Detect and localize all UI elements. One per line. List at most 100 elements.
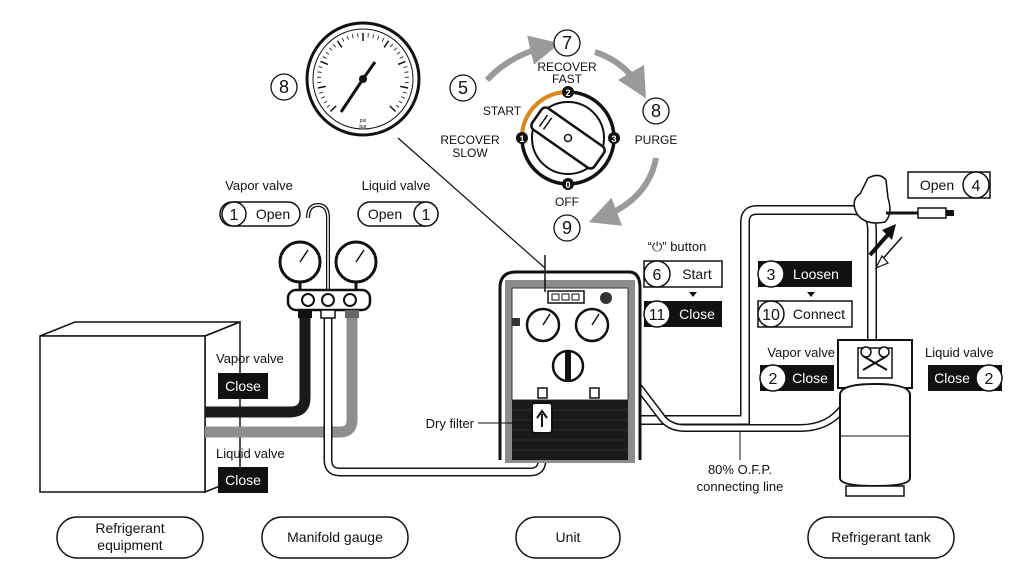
svg-text:Refrigerant tank: Refrigerant tank xyxy=(831,529,932,545)
power-down-arrow xyxy=(689,292,697,297)
dial-pos-2: 2 xyxy=(565,88,570,98)
gauge-tick xyxy=(396,51,401,55)
tank-connect-button[interactable]: 10 Connect xyxy=(757,300,853,328)
svg-text:2: 2 xyxy=(985,371,994,388)
equipment-liquid-valve-label: Liquid valve xyxy=(216,446,285,461)
gauge-tick xyxy=(320,60,329,66)
gauge-tick xyxy=(323,100,328,104)
dial-pos-3: 3 xyxy=(611,134,616,144)
vapor-hose xyxy=(205,315,311,418)
svg-text:3: 3 xyxy=(767,267,776,284)
gauge-scale-ticks xyxy=(317,33,409,113)
ofp-label-1: 80% O.F.P. xyxy=(708,462,772,477)
dial-step-start: 5 xyxy=(449,74,477,102)
svg-text:Close: Close xyxy=(792,370,828,386)
bottom-label-manifold-gauge: Manifold gauge xyxy=(261,516,409,559)
gauge-tick xyxy=(326,104,331,108)
dial-label-start: START xyxy=(483,104,522,118)
gauge-tick xyxy=(397,60,406,66)
gauge-tick xyxy=(322,56,327,59)
gauge-step-number: 8 xyxy=(279,77,289,97)
gauge-tick xyxy=(372,34,375,39)
svg-text:4: 4 xyxy=(972,178,981,195)
dial-step-off: 9 xyxy=(553,214,581,242)
gauge-tick xyxy=(325,51,330,55)
svg-text:Refrigerant: Refrigerant xyxy=(95,520,164,536)
gauge-tick xyxy=(328,47,333,51)
gauge-tick xyxy=(393,47,398,51)
dial-label-recover-fast-2: FAST xyxy=(552,72,583,86)
gauge-tick xyxy=(346,35,349,40)
power-close-button[interactable]: 11 Close xyxy=(643,300,722,328)
dial-arc-fast-to-purge xyxy=(593,49,647,99)
liquid-hose xyxy=(205,315,358,438)
svg-text:Loosen: Loosen xyxy=(793,266,839,282)
svg-text:Open: Open xyxy=(256,206,290,222)
manifold-liquid-valve-label: Liquid valve xyxy=(362,178,431,193)
dial-pos-1: 1 xyxy=(519,134,524,144)
manifold-gauge xyxy=(278,202,378,319)
gauge-tick xyxy=(400,85,409,89)
svg-text:7: 7 xyxy=(562,33,572,53)
gauge-tick xyxy=(329,105,337,113)
gauge-tick xyxy=(398,100,403,104)
tank-liquid-close-button[interactable]: Close 2 xyxy=(928,364,1003,392)
gauge-tick xyxy=(377,35,380,40)
gauge-pointer-line xyxy=(397,137,546,269)
dial-label-purge: PURGE xyxy=(635,133,678,147)
svg-text:Manifold gauge: Manifold gauge xyxy=(287,529,383,545)
svg-text:Connect: Connect xyxy=(793,306,845,322)
gauge-tick xyxy=(381,37,385,42)
svg-text:1: 1 xyxy=(230,207,239,224)
svg-text:11: 11 xyxy=(649,307,666,324)
gauge-tick xyxy=(318,66,323,68)
gauge-step-marker: 8 xyxy=(270,73,298,101)
svg-text:Close: Close xyxy=(225,472,261,488)
dial-label-recover-slow-1: RECOVER xyxy=(440,133,500,147)
svg-text:Open: Open xyxy=(920,177,954,193)
dial-step-purge: 8 xyxy=(642,97,670,125)
hand-icon xyxy=(853,174,954,224)
loosen-arrows-icon xyxy=(868,224,903,270)
refrigerant-tank xyxy=(837,339,913,497)
svg-text:Start: Start xyxy=(682,266,712,282)
gauge-tick xyxy=(332,43,337,48)
ofp-label-2: connecting line xyxy=(697,479,784,494)
manifold-vapor-open-button[interactable]: 1 Open xyxy=(219,201,301,227)
dial-label-recover-fast-1: RECOVER xyxy=(537,60,597,74)
tank-open-button[interactable]: Open 4 xyxy=(907,171,991,199)
gauge-tick xyxy=(319,91,324,94)
manifold-liquid-open-button[interactable]: Open 1 xyxy=(357,201,439,227)
power-button-title: “⏻” button xyxy=(648,239,707,254)
dry-filter xyxy=(531,402,553,434)
svg-text:bar: bar xyxy=(359,124,367,130)
gauge-tick xyxy=(399,56,404,59)
svg-text:5: 5 xyxy=(458,78,468,98)
gauge-tick xyxy=(404,71,409,73)
gauge-tick xyxy=(389,43,394,48)
bottom-label-unit: Unit xyxy=(515,516,621,559)
gauge-tick xyxy=(336,40,343,48)
bottom-label-refrigerant-tank: Refrigerant tank xyxy=(807,516,955,559)
power-start-button[interactable]: 6 Start xyxy=(643,260,723,288)
dial-step-recover-fast: 7 xyxy=(553,29,581,57)
mode-dial[interactable]: 2 1 3 0 xyxy=(516,86,620,190)
gauge-tick xyxy=(321,96,326,99)
tank-vapor-valve-label: Vapor valve xyxy=(767,345,835,360)
gauge-tick xyxy=(389,105,397,113)
tank-loosen-button[interactable]: 3 Loosen xyxy=(757,260,852,288)
equipment-liquid-close-button[interactable]: Close xyxy=(218,467,268,493)
dial-arc-start-to-fast xyxy=(484,35,560,83)
dial-arc-purge-to-off xyxy=(588,157,659,226)
equipment-vapor-valve-label: Vapor valve xyxy=(216,351,284,366)
svg-text:6: 6 xyxy=(653,267,662,284)
equipment-vapor-close-button[interactable]: Close xyxy=(218,373,268,399)
refrigerant-equipment-box xyxy=(39,320,241,494)
dial-pos-0: 0 xyxy=(565,180,570,190)
gauge-tick xyxy=(402,91,407,94)
svg-text:Close: Close xyxy=(225,378,261,394)
tank-vapor-close-button[interactable]: 2 Close xyxy=(759,364,834,392)
svg-text:9: 9 xyxy=(562,218,572,238)
gauge-tick xyxy=(383,40,390,48)
gauge-tick xyxy=(395,104,400,108)
